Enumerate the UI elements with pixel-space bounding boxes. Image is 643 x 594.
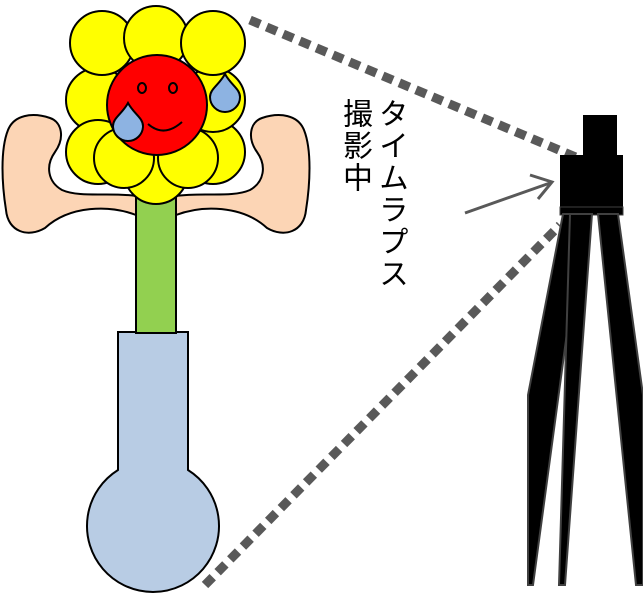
camera-body [560,155,623,210]
sweat-drop-right [208,71,242,113]
tripod-leg-center [557,213,594,586]
sweat-drop-left [111,100,145,142]
camera-top [583,115,617,160]
caption-line-2: 撮影中 [337,98,372,194]
right-eye [168,82,178,94]
smile [147,121,183,132]
arrow-shaft [464,181,551,215]
caption-label: タイムラプス 撮影中 [336,98,408,290]
arrow-head [529,173,555,200]
view-line-top [248,15,580,163]
tripod-leg-right [596,213,643,586]
view-line-bottom [201,221,564,589]
caption-line-1: タイムラプス [373,98,408,290]
left-arm [1,114,137,234]
right-arm [175,114,311,234]
left-eye [137,82,147,94]
vase [86,331,220,593]
camera-tripod [527,115,643,586]
